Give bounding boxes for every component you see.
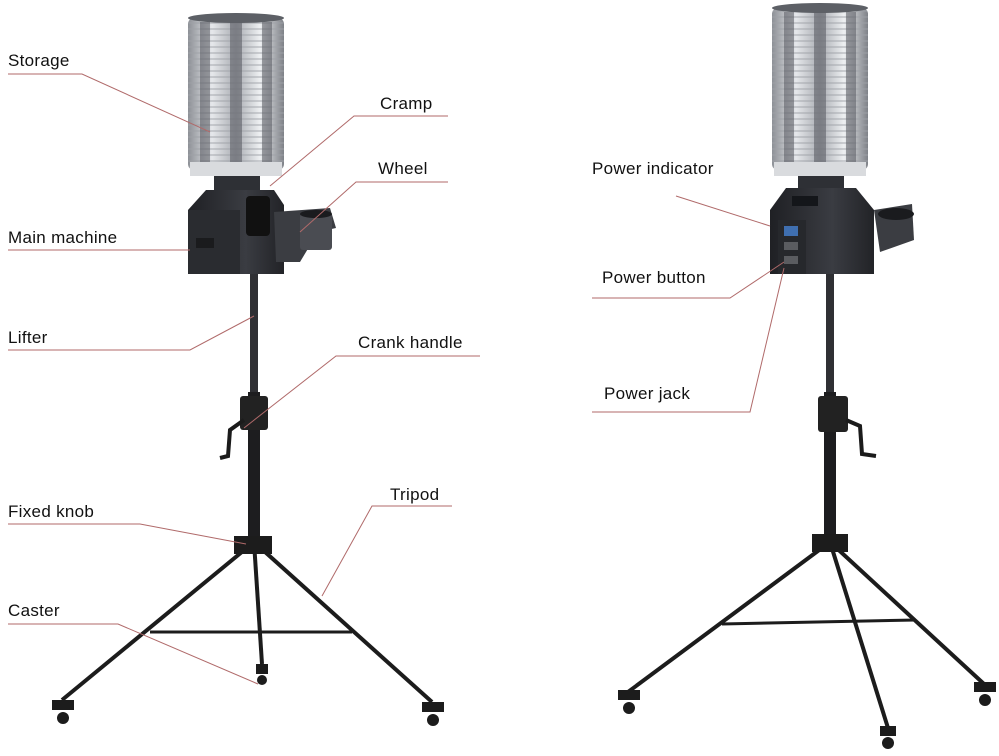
storage-hopper-right <box>772 3 868 188</box>
leader-lifter <box>8 315 255 351</box>
storage-hopper <box>188 13 284 190</box>
label-power-button: Power button <box>602 268 706 287</box>
label-cramp: Cramp <box>380 94 433 113</box>
right-machine <box>618 3 996 749</box>
label-power-indicator: Power indicator <box>592 159 714 178</box>
leader-storage <box>8 73 211 133</box>
label-fixed-knob: Fixed knob <box>8 502 95 521</box>
leader-cramp <box>269 115 448 187</box>
leader-power-jack <box>592 267 785 413</box>
label-tripod: Tripod <box>390 485 440 504</box>
leader-tripod <box>321 505 452 597</box>
lifter-pole-right <box>818 274 877 542</box>
casters-right <box>618 682 996 749</box>
left-machine <box>52 13 444 726</box>
label-power-jack: Power jack <box>604 384 691 403</box>
main-machine-body <box>188 190 336 274</box>
leader-caster <box>8 623 259 685</box>
label-lifter: Lifter <box>8 328 48 347</box>
casters <box>52 664 444 726</box>
leader-fixed-knob <box>8 523 247 545</box>
leader-crank-handle <box>243 355 480 429</box>
main-machine-body-right <box>770 188 914 274</box>
label-main-machine: Main machine <box>8 228 118 247</box>
leader-power-indicator <box>675 195 771 227</box>
label-crank-handle: Crank handle <box>358 333 463 352</box>
tripod-right <box>626 534 986 729</box>
lifter-pole <box>219 274 268 542</box>
tripod <box>60 536 434 704</box>
leader-power-button <box>592 261 785 299</box>
label-wheel: Wheel <box>378 159 428 178</box>
label-storage: Storage <box>8 51 70 70</box>
leader-lines <box>8 73 785 685</box>
label-caster: Caster <box>8 601 60 620</box>
leader-wheel <box>299 181 448 233</box>
